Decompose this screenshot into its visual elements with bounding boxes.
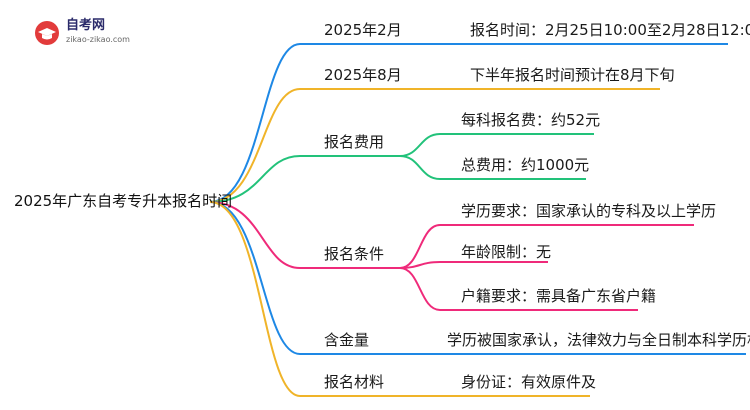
- branch-label-feb-2025: 2025年2月: [324, 21, 402, 39]
- leaf-fee-per-subject: 每科报名费：约52元: [461, 111, 601, 129]
- leaf-education-requirement: 学历要求：国家承认的专科及以上学历: [461, 202, 717, 220]
- connector-branch-3-leaf-2: [399, 155, 441, 180]
- logo-url: zikao-zikao.com: [66, 35, 130, 44]
- connector-branch-4-leaf-3: [399, 267, 441, 311]
- logo-name: 自考网: [66, 18, 106, 33]
- connector-branch-4-leaf-2: [399, 261, 441, 269]
- graduation-cap-icon: [35, 21, 59, 45]
- connector-root-branch-6: [209, 201, 301, 397]
- leaf-age-limit: 年龄限制：无: [461, 243, 552, 261]
- leaf-id-card: 身份证：有效原件及: [461, 373, 597, 391]
- branch-label-value: 含金量: [324, 331, 370, 349]
- connector-root-branch-2: [209, 88, 301, 203]
- branch-label-aug-2025: 2025年8月: [324, 66, 402, 84]
- branch-label-materials: 报名材料: [324, 373, 385, 391]
- leaf-registration-time: 报名时间：2月25日10:00至2月28日12:00: [470, 21, 750, 39]
- mindmap-root: 2025年广东自考专升本报名时间: [14, 192, 233, 210]
- leaf-household-requirement: 户籍要求：需具备广东省户籍: [461, 287, 657, 305]
- connector-root-branch-4: [209, 201, 301, 269]
- site-logo: 自考网 zikao-zikao.com: [34, 16, 154, 50]
- connector-root-branch-3: [209, 155, 301, 203]
- leaf-second-half-time: 下半年报名时间预计在8月下旬: [470, 66, 675, 84]
- connector-root-branch-1: [209, 43, 301, 203]
- leaf-total-fee: 总费用：约1000元: [461, 156, 590, 174]
- branch-label-fees: 报名费用: [324, 133, 385, 151]
- leaf-value-description: 学历被国家承认，法律效力与全日制本科学历相同: [447, 331, 750, 349]
- connector-root-branch-5: [209, 201, 301, 355]
- branch-label-conditions: 报名条件: [324, 245, 385, 263]
- connector-branch-3-leaf-1: [399, 133, 441, 157]
